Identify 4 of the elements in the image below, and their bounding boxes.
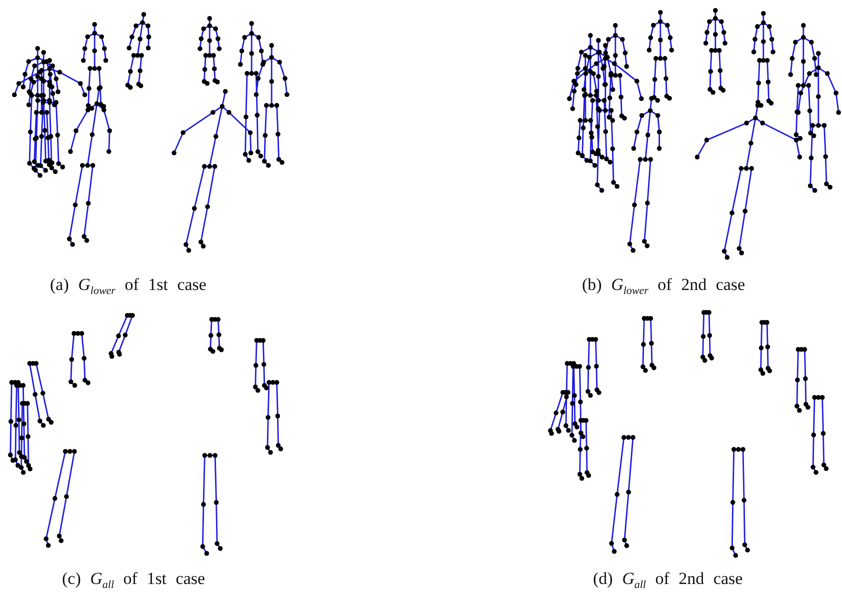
figure-caption: (a) G$_{lower}$ of 1st case [50,275,206,295]
figure-caption: (c) G$_{all}$ of 1st case [62,569,206,589]
figure-caption: (b) G$_{lower}$ of 2nd case [582,275,746,295]
figure-caption: (d) G$_{all}$ of 2nd case [593,569,743,589]
